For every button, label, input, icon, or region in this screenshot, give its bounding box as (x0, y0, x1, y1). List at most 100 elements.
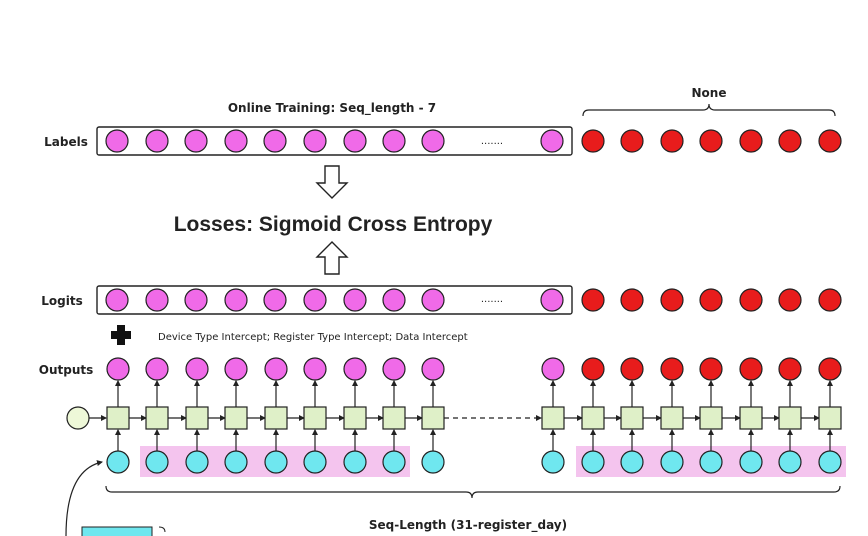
input-node (106, 450, 130, 474)
outputs-row-label: Outputs (39, 363, 94, 377)
rnn-cell (541, 406, 565, 430)
input-node (343, 450, 367, 474)
output-node (106, 357, 130, 381)
magenta-node (303, 288, 327, 312)
input-node (541, 450, 565, 474)
rnn-cell (224, 406, 248, 430)
magenta-node (303, 129, 327, 153)
magenta-node (224, 129, 248, 153)
output-node (224, 357, 248, 381)
output-node (145, 357, 169, 381)
output-node (620, 357, 644, 381)
input-node (185, 450, 209, 474)
magenta-node (263, 129, 287, 153)
feedback-arrow (65, 460, 103, 536)
output-node (699, 357, 723, 381)
magenta-node (343, 288, 367, 312)
magenta-node (145, 129, 169, 153)
output-node (303, 357, 327, 381)
rnn-cell (303, 406, 327, 430)
magenta-node (382, 288, 406, 312)
magenta-node (540, 288, 564, 312)
red-node (778, 288, 802, 312)
logits-ellipsis: ······· (481, 297, 503, 308)
plus-icon (111, 325, 131, 345)
output-node (382, 357, 406, 381)
rnn-cell (699, 406, 723, 430)
labels-row-label: Labels (44, 135, 88, 149)
magenta-node (382, 129, 406, 153)
output-node (185, 357, 209, 381)
rnn-cell (185, 406, 209, 430)
rnn-cell (421, 406, 445, 430)
red-node (581, 129, 605, 153)
red-node (818, 129, 842, 153)
magenta-node (421, 129, 445, 153)
none-brace (582, 103, 836, 117)
input-node (620, 450, 644, 474)
rnn-cell (343, 406, 367, 430)
rnn-columns (106, 357, 842, 474)
red-node (581, 288, 605, 312)
output-node (818, 357, 842, 381)
magenta-node (105, 288, 129, 312)
output-node (778, 357, 802, 381)
input-node (739, 450, 763, 474)
online-training-title: Online Training: Seq_length - 7 (228, 101, 436, 116)
losses-title: Losses: Sigmoid Cross Entropy (174, 213, 493, 236)
output-node (421, 357, 445, 381)
rnn-cell (581, 406, 605, 430)
magenta-node (540, 129, 564, 153)
rnn-cell (778, 406, 802, 430)
input-node (818, 450, 842, 474)
labels-ellipsis: ······· (481, 139, 503, 150)
input-node (303, 450, 327, 474)
red-node (739, 129, 763, 153)
initial-state (66, 406, 90, 430)
red-node (620, 129, 644, 153)
red-node (699, 129, 723, 153)
output-node (581, 357, 605, 381)
rnn-cell (660, 406, 684, 430)
labels-circles (105, 129, 842, 153)
input-node (145, 450, 169, 474)
input-node (699, 450, 723, 474)
rnn-cell (145, 406, 169, 430)
red-node (778, 129, 802, 153)
seq-length-label: Seq-Length (31-register_day) (369, 518, 567, 533)
input-node (660, 450, 684, 474)
magenta-node (421, 288, 445, 312)
rnn-cell (106, 406, 130, 430)
down-arrow (315, 165, 349, 199)
logits-circles (105, 288, 842, 312)
red-node (818, 288, 842, 312)
output-node (343, 357, 367, 381)
labels-box (96, 126, 573, 156)
input-node (224, 450, 248, 474)
input-node (778, 450, 802, 474)
cut-off-box (81, 526, 153, 536)
input-node (264, 450, 288, 474)
red-node (739, 288, 763, 312)
output-node (541, 357, 565, 381)
magenta-node (105, 129, 129, 153)
rnn-cell (620, 406, 644, 430)
rnn-cell (739, 406, 763, 430)
magenta-node (184, 288, 208, 312)
red-node (660, 129, 684, 153)
logits-row-label: Logits (41, 294, 82, 308)
none-label: None (692, 86, 727, 100)
magenta-node (145, 288, 169, 312)
magenta-node (184, 129, 208, 153)
logits-box (96, 285, 573, 315)
input-node (382, 450, 406, 474)
intercepts-label: Device Type Intercept; Register Type Int… (158, 332, 468, 343)
red-node (660, 288, 684, 312)
input-node (421, 450, 445, 474)
seq-length-brace (105, 485, 841, 499)
cut-off-brace (158, 526, 166, 533)
output-node (660, 357, 684, 381)
magenta-node (343, 129, 367, 153)
input-node (581, 450, 605, 474)
output-node (739, 357, 763, 381)
